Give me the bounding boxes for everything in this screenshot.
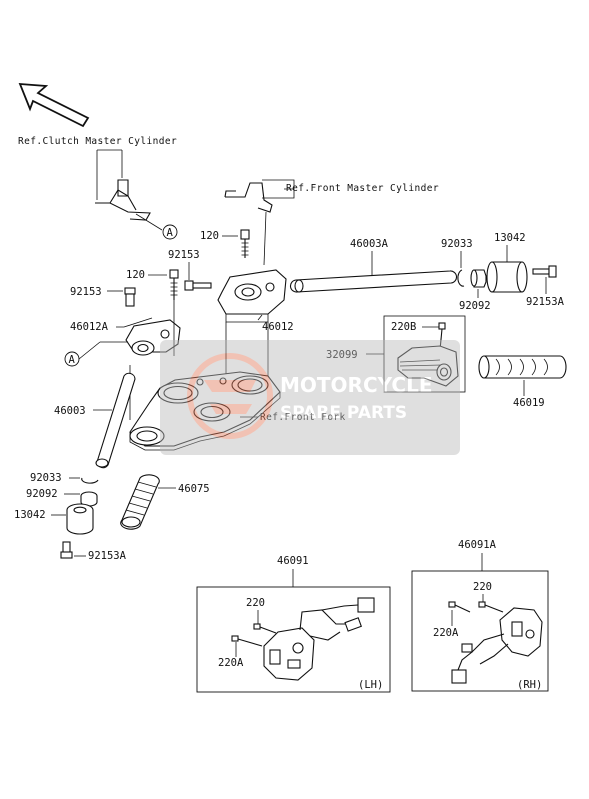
label-92153A-bottom: 92153A — [88, 550, 127, 562]
handlebar-pipe-46003A — [289, 270, 458, 293]
rh-switch-assembly — [451, 607, 543, 684]
screw-220-rh — [478, 601, 504, 613]
screw-92153A-bottom — [60, 541, 73, 559]
front-master-cylinder-ref — [224, 179, 295, 266]
label-220-rh: 220 — [473, 581, 492, 593]
bolt-120-top — [240, 229, 250, 258]
lh-switch-panel — [196, 586, 391, 693]
clutch-master-cylinder-ref — [95, 149, 163, 231]
label-220A-lh: 220A — [218, 657, 244, 669]
label-46012A: 46012A — [70, 321, 109, 333]
handlebar-holder-46012A — [125, 319, 181, 356]
svg-text:A: A — [167, 227, 174, 239]
upper-triple-clamp — [129, 371, 281, 451]
callout-a-top: A — [162, 224, 178, 240]
label-92153A-top: 92153A — [526, 296, 565, 308]
label-120-top: 120 — [200, 230, 219, 242]
label-92033-top: 92033 — [441, 238, 473, 250]
watermark-logo-icon — [187, 353, 273, 439]
label-46075: 46075 — [178, 483, 210, 495]
label-46091A: 46091A — [458, 539, 497, 551]
screw-220A-lh — [231, 635, 263, 647]
label-32099: 32099 — [326, 349, 358, 361]
callout-a-left: A — [64, 351, 80, 367]
label-46019: 46019 — [513, 397, 545, 409]
panel-lh-label: (LH) — [358, 679, 383, 691]
label-46003A: 46003A — [350, 238, 389, 250]
collar-92092-top — [470, 269, 487, 288]
bolt-92153-horizontal — [184, 280, 212, 291]
label-220A-rh: 220A — [433, 627, 459, 639]
label-220-lh: 220 — [246, 597, 265, 609]
label-92033-bottom: 92033 — [30, 472, 62, 484]
screw-92153A-top — [532, 265, 557, 278]
rh-switch-panel — [411, 570, 549, 692]
direction-arrow-icon — [18, 82, 90, 128]
label-46091: 46091 — [277, 555, 309, 567]
label-46012: 46012 — [262, 321, 294, 333]
panel-rh-label: (RH) — [517, 679, 542, 691]
watermark: MOTORCYCLE SPARE PARTS — [160, 340, 460, 455]
label-120-left: 120 — [126, 269, 145, 281]
label-92153-top: 92153 — [168, 249, 200, 261]
circlip-92033-bottom — [81, 477, 99, 484]
svg-text:A: A — [69, 354, 76, 366]
label-220B: 220B — [391, 321, 416, 333]
throttle-grip-46019 — [478, 355, 567, 379]
label-92092-bottom: 92092 — [26, 488, 58, 500]
label-46003: 46003 — [54, 405, 86, 417]
ref-clutch-label: Ref.Clutch Master Cylinder — [18, 136, 177, 147]
screw-220-lh — [253, 623, 277, 634]
watermark-band — [160, 340, 460, 455]
ref-front-fork-label: Ref.Front Fork — [260, 412, 346, 423]
bolt-120-left — [169, 269, 179, 300]
label-13042-bottom: 13042 — [14, 509, 46, 521]
label-92092-top: 92092 — [459, 300, 491, 312]
bolt-92153-left — [124, 287, 136, 307]
handlebar-grip-46075 — [120, 474, 160, 530]
label-13042-top: 13042 — [494, 232, 526, 244]
watermark-line2: SPARE PARTS — [280, 403, 407, 423]
bar-end-weight-13042-bottom — [66, 503, 94, 535]
watermark-line1: MOTORCYCLE — [280, 373, 432, 397]
screw-220A-rh — [448, 601, 471, 613]
throttle-housing-32099 — [397, 345, 459, 387]
ref-front-master-label: Ref.Front Master Cylinder — [286, 183, 439, 194]
lh-switch-assembly — [263, 597, 375, 681]
label-92153-left: 92153 — [70, 286, 102, 298]
handlebar-holder-46012 — [217, 269, 287, 323]
circlip-92033-top — [457, 269, 465, 287]
handlebar-pipe-46003 — [95, 372, 136, 469]
bar-end-weight-13042-top — [486, 261, 528, 293]
